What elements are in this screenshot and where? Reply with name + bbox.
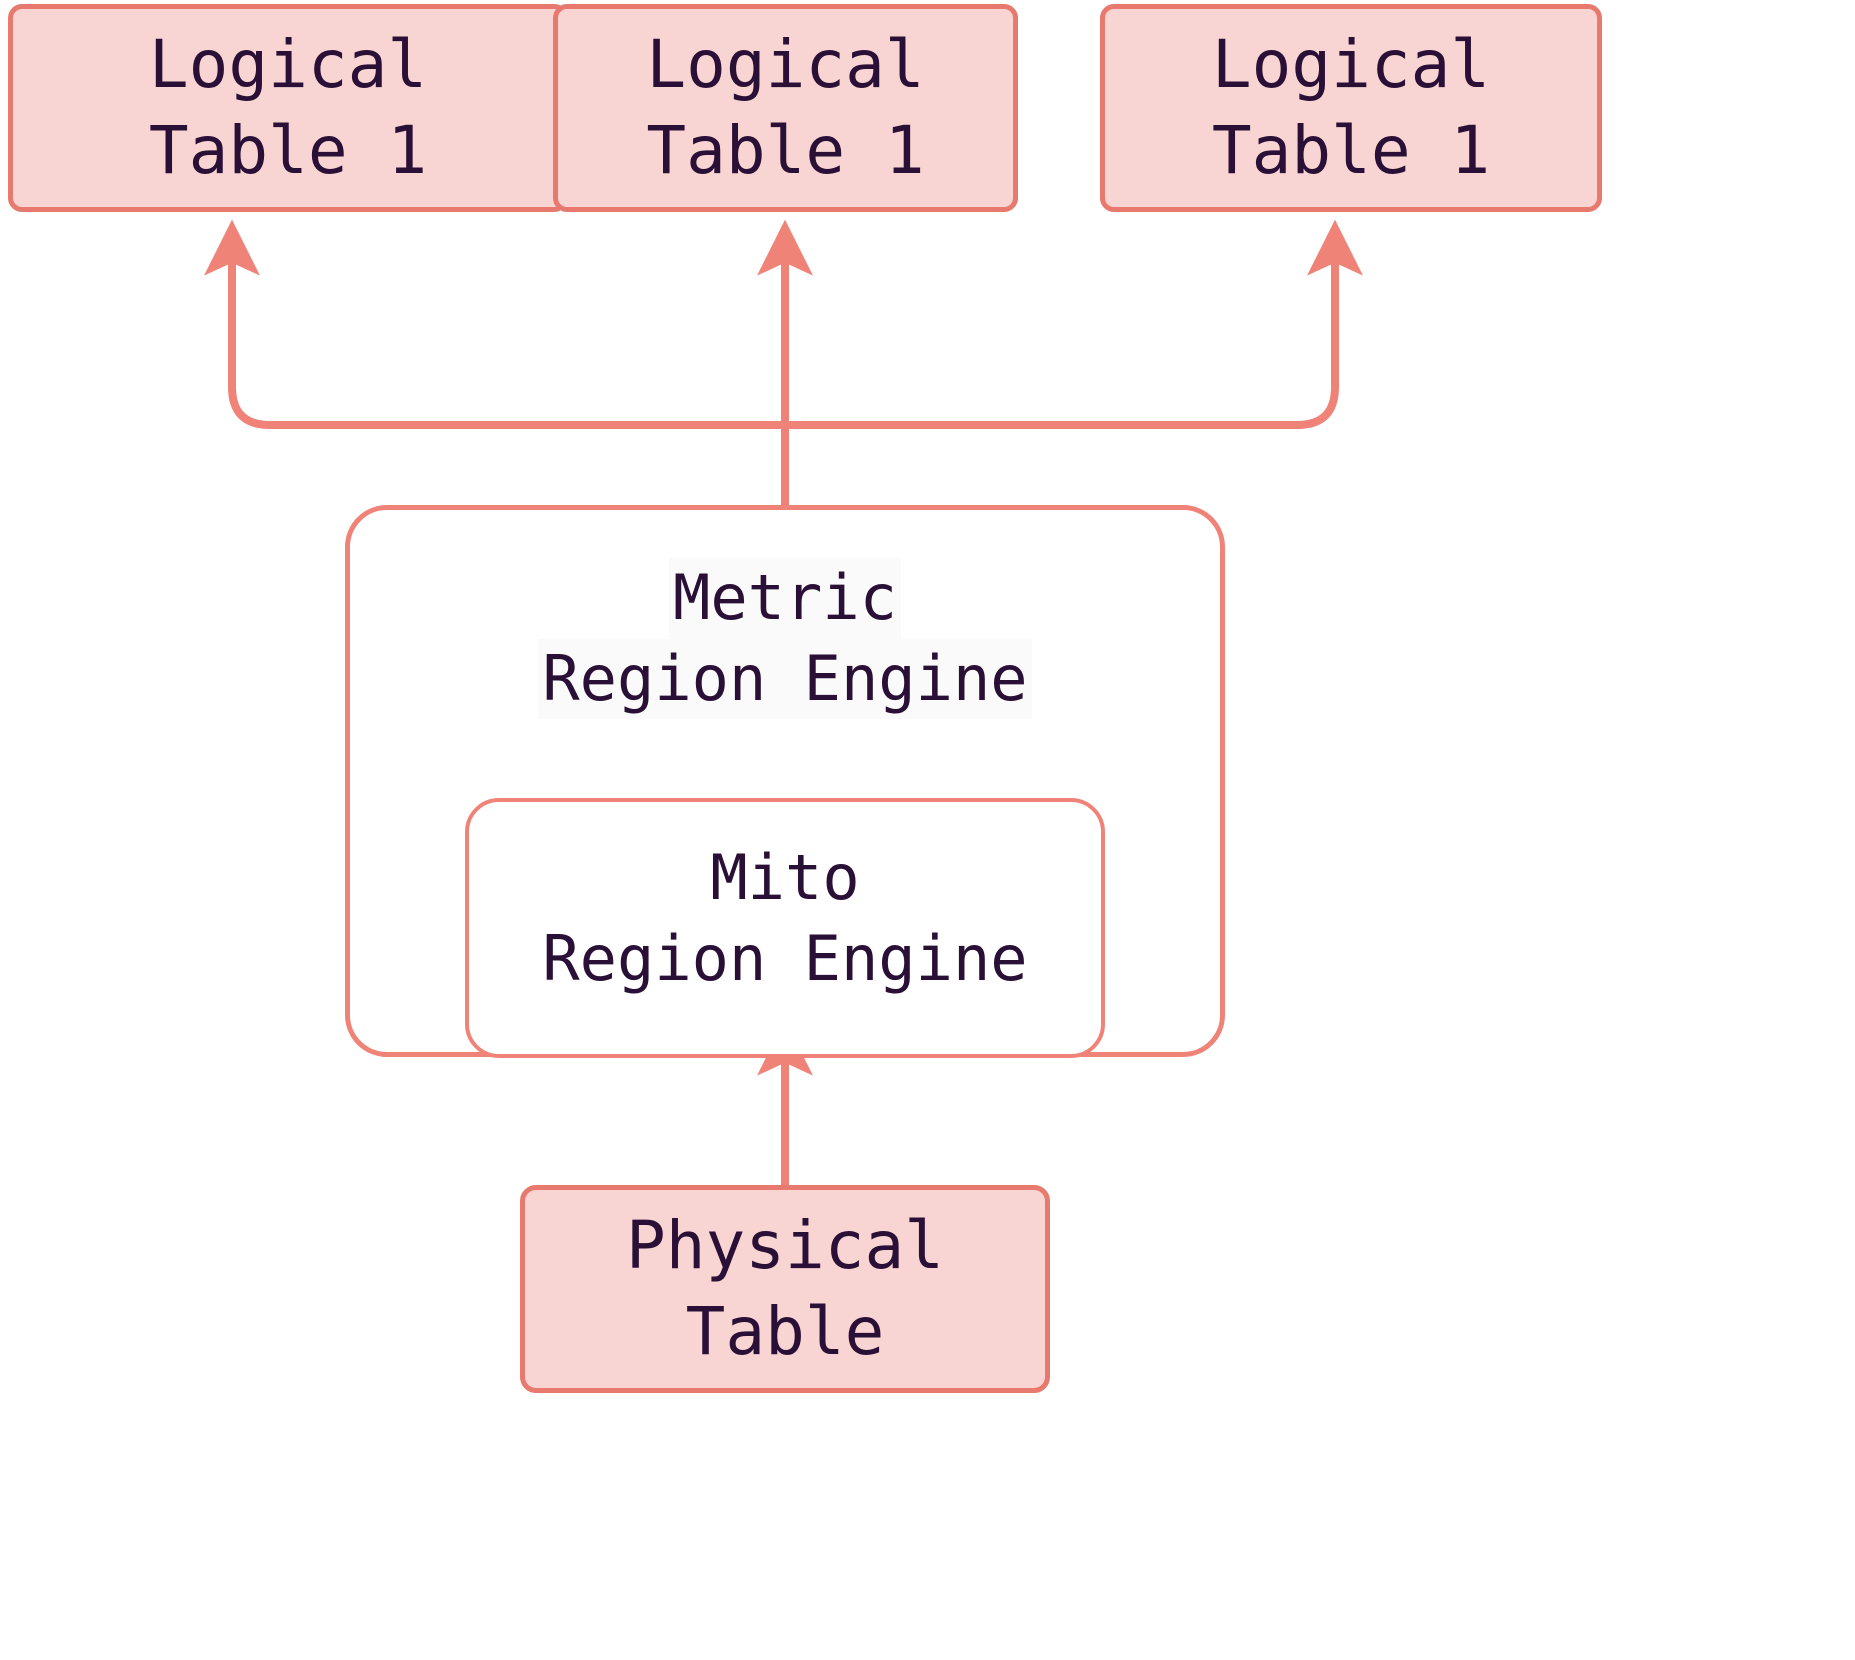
node-mito-region-engine-line2: Region Engine xyxy=(542,921,1028,995)
node-logical-table-2[interactable]: Logical Table 1 xyxy=(553,4,1018,212)
node-logical-table-1-line2: Table 1 xyxy=(148,112,428,189)
edge-metric-to-logical-1 xyxy=(204,219,785,429)
edge-metric-to-logical-3 xyxy=(785,219,1363,429)
node-physical-table-line2: Table xyxy=(685,1293,885,1370)
node-mito-region-engine-line1: Mito xyxy=(710,841,860,914)
node-metric-region-engine-line1: Metric xyxy=(669,558,901,639)
node-logical-table-3[interactable]: Logical Table 1 xyxy=(1100,4,1602,212)
node-logical-table-3-line2: Table 1 xyxy=(1211,112,1491,189)
node-metric-region-engine-line2: Region Engine xyxy=(538,638,1032,720)
node-physical-table[interactable]: Physical Table xyxy=(520,1185,1050,1393)
node-logical-table-2-line2: Table 1 xyxy=(646,112,925,189)
node-physical-table-line1: Physical xyxy=(626,1207,944,1285)
node-logical-table-1[interactable]: Logical Table 1 xyxy=(8,4,568,212)
node-logical-table-2-line1: Logical xyxy=(646,26,925,104)
node-logical-table-3-line1: Logical xyxy=(1211,26,1491,104)
node-metric-region-engine[interactable]: Metric Region Engine xyxy=(345,505,1225,1057)
node-mito-region-engine[interactable]: Mito Region Engine xyxy=(465,798,1105,1058)
node-logical-table-1-line1: Logical xyxy=(148,26,428,104)
